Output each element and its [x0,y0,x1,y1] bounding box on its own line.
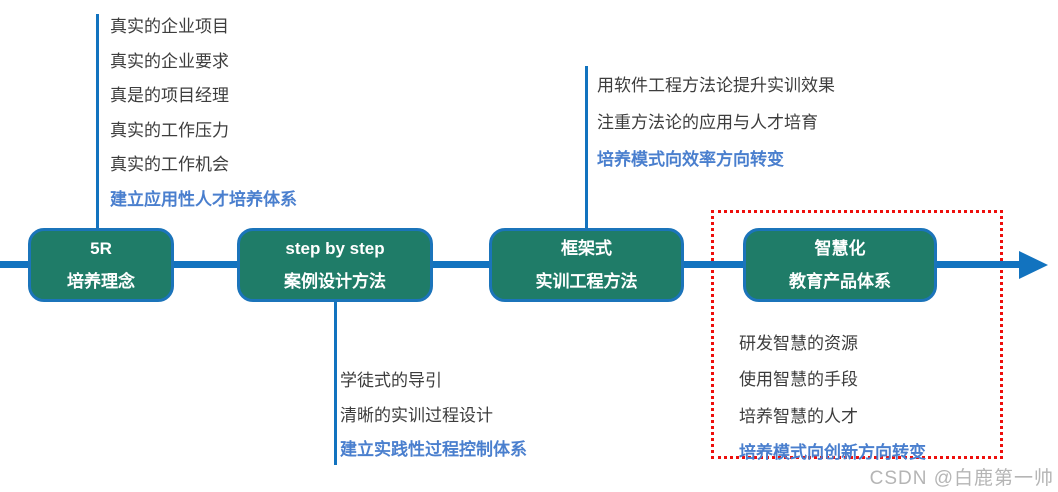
watermark: CSDN @白鹿第一帅 [869,468,1054,489]
annotation-line: 培养智慧的人才 [739,406,858,426]
node-title: step by step [285,238,385,258]
annotation-line: 清晰的实训过程设计 [340,405,493,425]
annotation-bottom-left: 学徒式的导引 清晰的实训过程设计 建立实践性过程控制体系 [340,364,527,468]
highlight-frame [711,210,1003,459]
node-title: 5R [90,238,112,258]
node-subtitle: 案例设计方法 [284,271,386,291]
annotation-line: 真是的项目经理 [110,86,229,106]
annotation-bottom-right: 研发智慧的资源 使用智慧的手段 培养智慧的人才 培养模式向创新方向转变 [739,326,926,472]
arrowhead-icon [1019,251,1048,279]
timeline-node-step-by-step: step by step 案例设计方法 [237,228,433,302]
connector-line-bottom-left [334,300,337,465]
connector-line-top-right [585,66,588,230]
annotation-line: 注重方法论的应用与人才培育 [597,112,818,132]
annotation-line: 真实的工作压力 [110,120,229,140]
annotation-line: 用软件工程方法论提升实训效果 [597,76,835,95]
annotation-highlight: 建立应用性人才培养体系 [110,189,297,209]
timeline-node-framework: 框架式 实训工程方法 [489,228,684,302]
annotation-line: 研发智慧的资源 [739,334,858,353]
annotation-highlight: 建立实践性过程控制体系 [340,440,527,460]
annotation-highlight: 培养模式向效率方向转变 [597,149,784,169]
annotation-line: 真实的企业项目 [110,17,229,36]
annotation-top-left: 真实的企业项目 真实的企业要求 真是的项目经理 真实的工作压力 真实的工作机会 … [110,10,297,218]
annotation-line: 真实的工作机会 [110,155,229,175]
node-subtitle: 培养理念 [67,271,135,291]
node-title: 框架式 [561,238,612,258]
connector-line-top-left [96,14,99,230]
annotation-line: 使用智慧的手段 [739,370,858,390]
annotation-line: 学徒式的导引 [340,371,442,390]
node-title: 智慧化 [814,238,866,258]
timeline-node-smart: 智慧化 教育产品体系 [743,228,937,302]
annotation-highlight: 培养模式向创新方向转变 [739,443,926,463]
node-subtitle: 教育产品体系 [789,271,891,291]
node-subtitle: 实训工程方法 [535,271,638,291]
annotation-top-right: 用软件工程方法论提升实训效果 注重方法论的应用与人才培育 培养模式向效率方向转变 [597,68,835,178]
timeline-node-5r: 5R 培养理念 [28,228,174,302]
annotation-line: 真实的企业要求 [110,51,229,71]
